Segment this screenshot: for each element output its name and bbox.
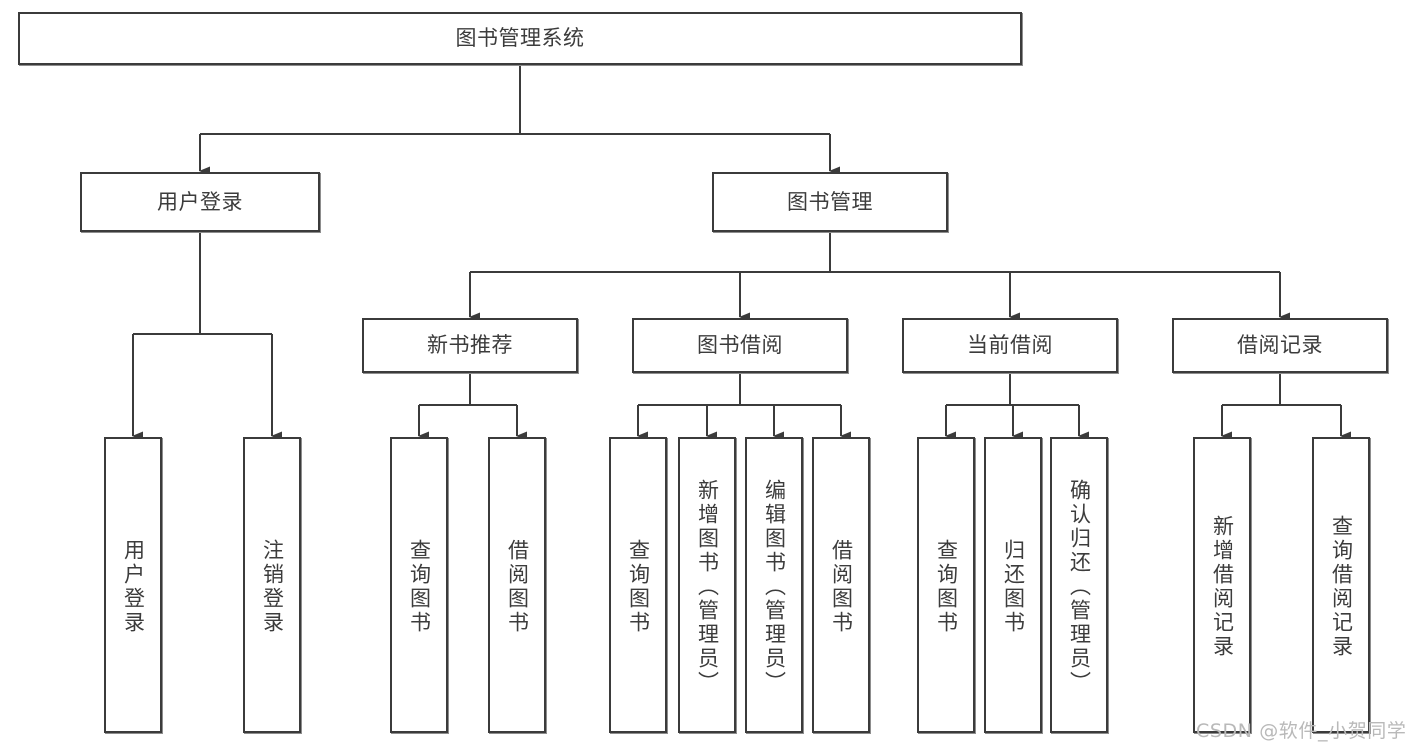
node-leaf-cur-1[interactable]: 查询图书 [917, 437, 975, 733]
node-leaf-cur-3[interactable]: 确认归还（管理员） [1050, 437, 1108, 733]
node-label-bookmgmt: 图书管理 [787, 189, 873, 214]
node-label-leaf-nb-1: 查询图书 [407, 539, 432, 635]
node-label-leaf-cur-1: 查询图书 [934, 539, 959, 635]
node-label-leaf-bw-3: 编辑图书（管理员） [762, 479, 787, 695]
node-label-leaf-nb-2: 借阅图书 [505, 539, 530, 635]
node-label-root: 图书管理系统 [455, 26, 585, 51]
node-newbook[interactable]: 新书推荐 [362, 318, 578, 373]
node-leaf-bw-3[interactable]: 编辑图书（管理员） [745, 437, 803, 733]
node-label-login: 用户登录 [157, 189, 243, 214]
node-leaf-rec-1[interactable]: 新增借阅记录 [1193, 437, 1251, 733]
node-borrow[interactable]: 图书借阅 [632, 318, 848, 373]
node-leaf-rec-2[interactable]: 查询借阅记录 [1312, 437, 1370, 733]
node-label-leaf-cur-2: 归还图书 [1001, 539, 1026, 635]
watermark-text: CSDN @软件_小贺同学 [1196, 720, 1405, 742]
node-label-leaf-bw-1: 查询图书 [626, 539, 651, 635]
node-label-leaf-rec-2: 查询借阅记录 [1329, 515, 1354, 659]
node-current[interactable]: 当前借阅 [902, 318, 1118, 373]
node-leaf-cur-2[interactable]: 归还图书 [984, 437, 1042, 733]
node-label-leaf-rec-1: 新增借阅记录 [1210, 515, 1235, 659]
node-login[interactable]: 用户登录 [80, 172, 320, 232]
node-leaf-bw-4[interactable]: 借阅图书 [812, 437, 870, 733]
node-bookmgmt[interactable]: 图书管理 [712, 172, 948, 232]
node-leaf-nb-2[interactable]: 借阅图书 [488, 437, 546, 733]
node-label-leaf-login: 用户登录 [121, 539, 146, 635]
node-label-borrow: 图书借阅 [697, 333, 783, 358]
node-label-current: 当前借阅 [967, 333, 1053, 358]
node-leaf-nb-1[interactable]: 查询图书 [390, 437, 448, 733]
node-leaf-login[interactable]: 用户登录 [104, 437, 162, 733]
node-label-records: 借阅记录 [1237, 333, 1323, 358]
node-leaf-logout[interactable]: 注销登录 [243, 437, 301, 733]
node-records[interactable]: 借阅记录 [1172, 318, 1388, 373]
edge-group [131, 65, 1351, 441]
node-label-newbook: 新书推荐 [427, 333, 513, 358]
node-label-leaf-bw-2: 新增图书（管理员） [695, 479, 720, 695]
node-label-leaf-bw-4: 借阅图书 [829, 539, 854, 635]
node-leaf-bw-2[interactable]: 新增图书（管理员） [678, 437, 736, 733]
node-label-leaf-cur-3: 确认归还（管理员） [1067, 479, 1092, 695]
node-root[interactable]: 图书管理系统 [18, 12, 1022, 65]
node-label-leaf-logout: 注销登录 [260, 539, 285, 635]
node-leaf-bw-1[interactable]: 查询图书 [609, 437, 667, 733]
